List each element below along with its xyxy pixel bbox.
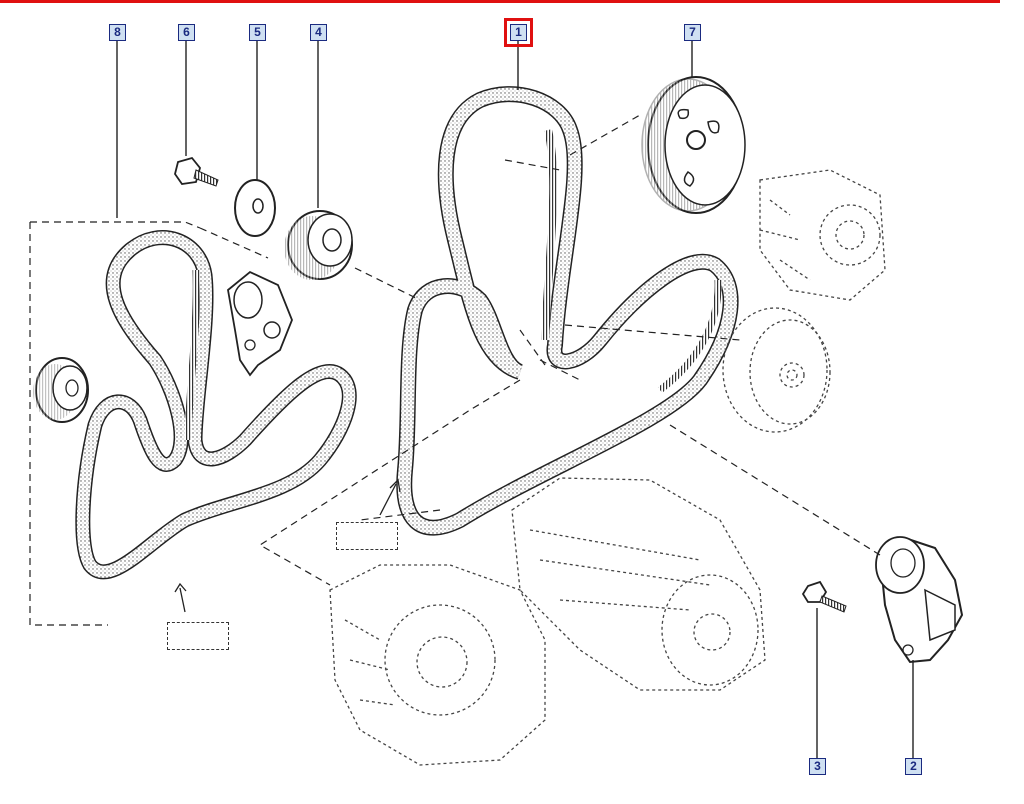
reference-box-left [167,622,229,650]
alternator [329,564,546,766]
callout-7[interactable]: 7 [684,24,701,41]
callout-8[interactable]: 8 [109,24,126,41]
reference-box-center [336,522,398,550]
tensioner-2[interactable] [875,536,964,664]
callout-leaders [116,40,914,758]
power-steering-pump [759,169,886,301]
callout-3[interactable]: 3 [809,758,826,775]
ac-compressor [511,477,766,691]
header-red-rule [0,0,1000,3]
callout-5[interactable]: 5 [249,24,266,41]
reference-arrows [174,478,401,613]
callout-2[interactable]: 2 [905,758,922,775]
idler-roller-4[interactable] [284,210,353,280]
belt-8[interactable] [75,230,357,580]
callout-4[interactable]: 4 [310,24,327,41]
crankshaft-pulley [722,307,831,433]
idler-roller-left [33,357,89,423]
washer-5[interactable] [234,179,276,237]
tensioner-left [227,270,293,377]
belt-1[interactable] [396,86,739,536]
bolt-3[interactable] [801,580,847,613]
callout-6[interactable]: 6 [178,24,195,41]
pulley-7[interactable] [641,76,746,214]
leader-lines [29,114,881,626]
callout-1[interactable]: 1 [504,18,533,47]
bolt-6[interactable] [174,156,219,187]
